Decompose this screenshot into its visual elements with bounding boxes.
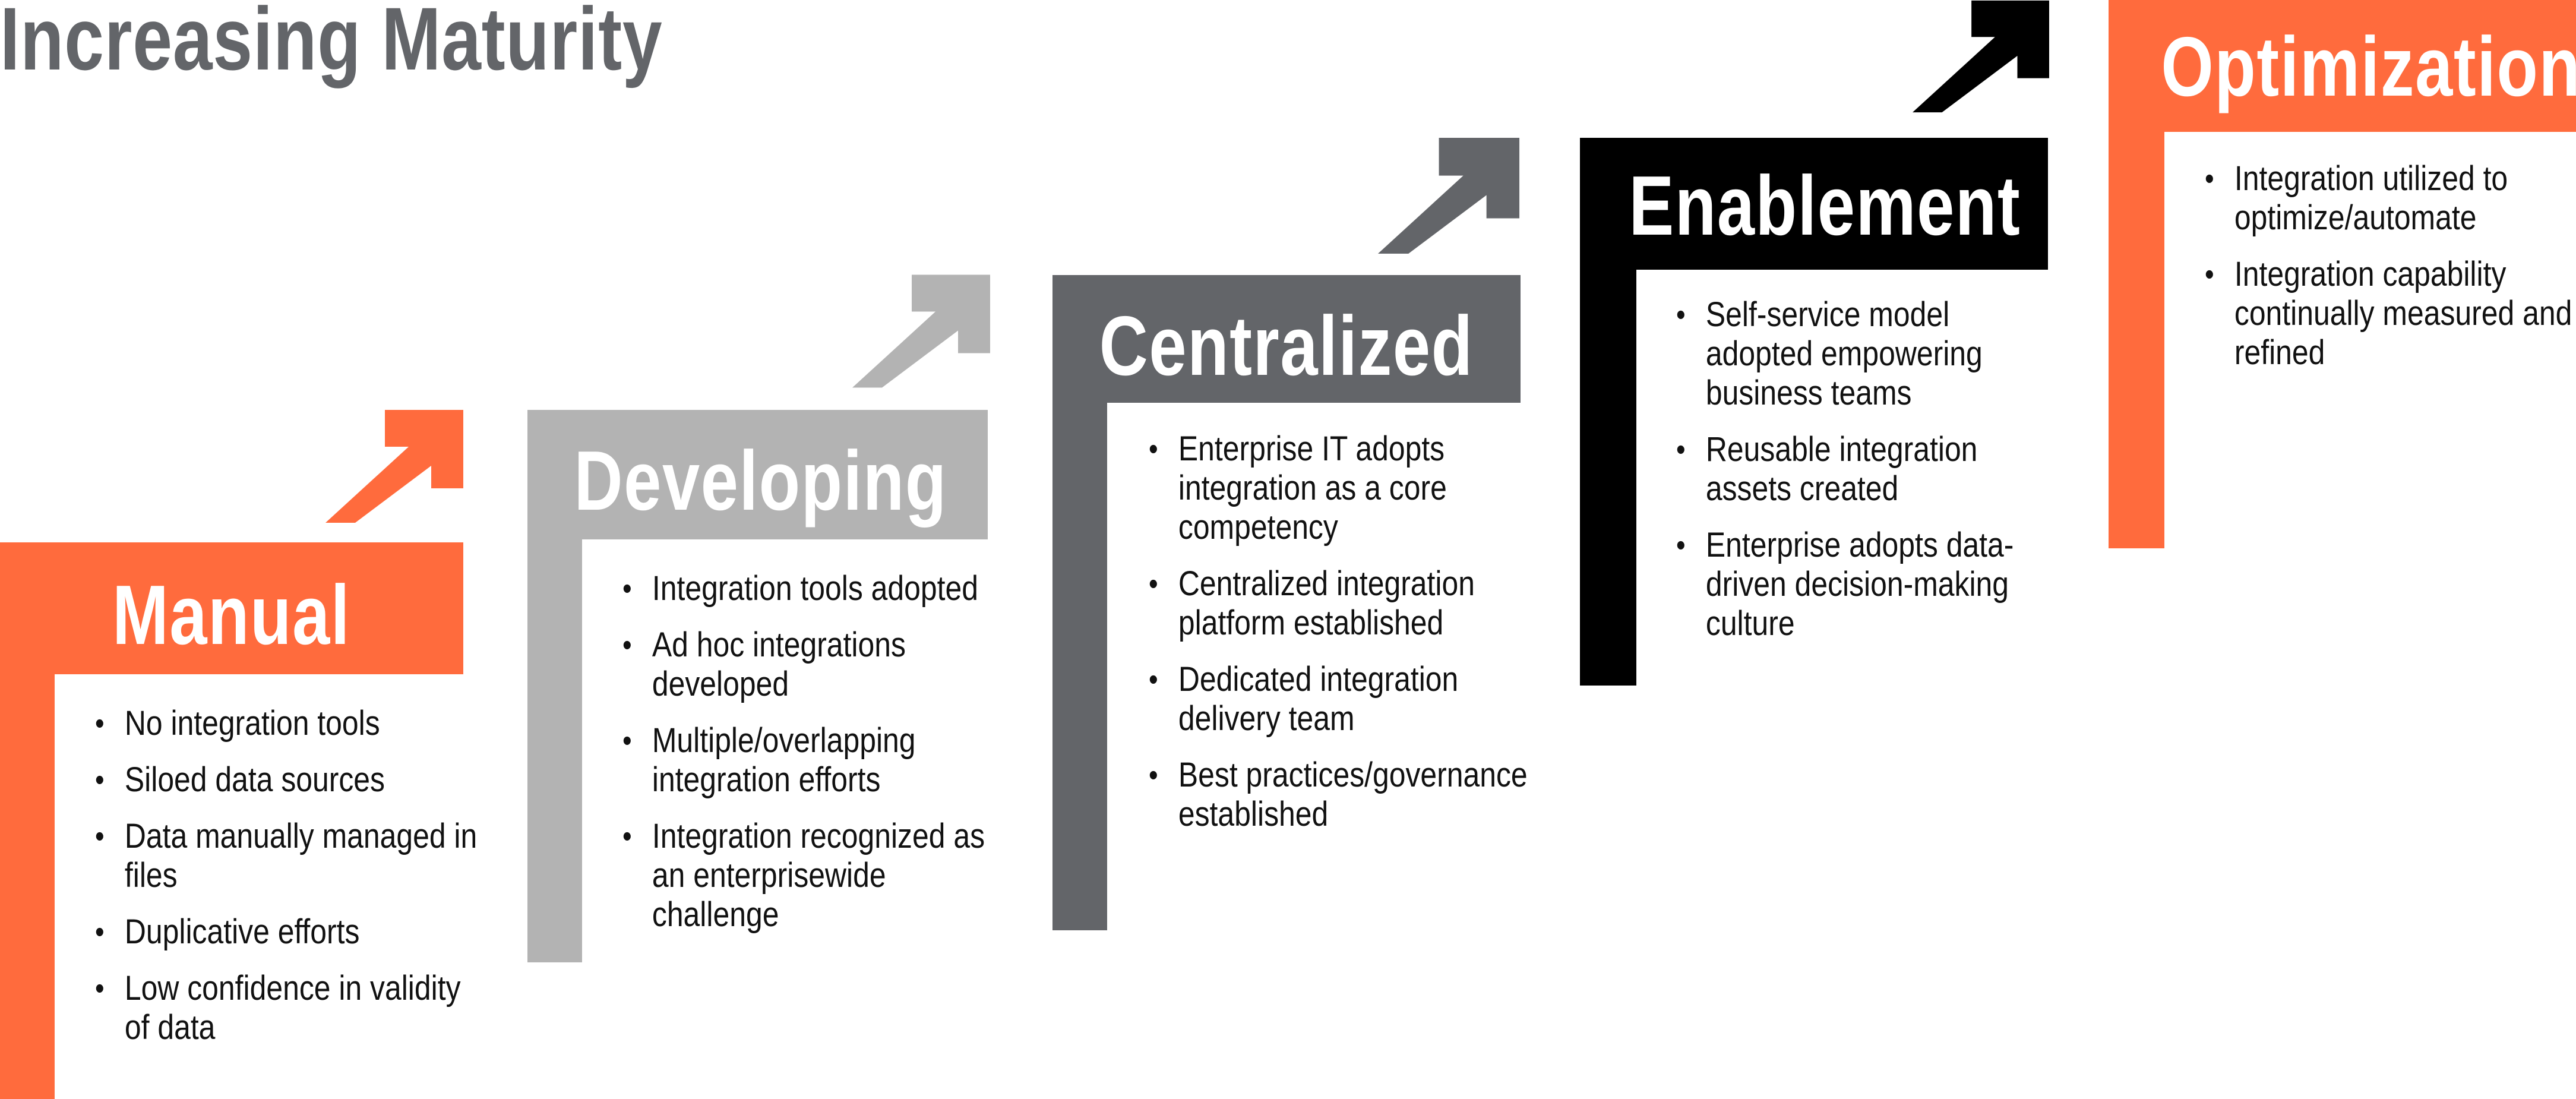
- arrow-up-right-icon: [1913, 0, 2049, 113]
- bullet-item: Data manually managed in files: [95, 817, 480, 895]
- bullet-item: Integration tools adopted: [622, 569, 1007, 608]
- bullet-item: Siloed data sources: [95, 760, 480, 800]
- bullet-item: Integration utilized to optimize/automat…: [2205, 159, 2576, 238]
- bullet-item: Dedicated integration delivery team: [1149, 660, 1534, 738]
- stage-title: Manual: [112, 568, 351, 662]
- stage-header-bar: [0, 542, 463, 674]
- bullet-item: Duplicative efforts: [95, 912, 480, 952]
- stage-stem: [527, 539, 582, 962]
- stage-header-bar: [1580, 138, 2048, 270]
- arrow-up-right-icon: [1377, 138, 1520, 254]
- stage-header-bar: [1052, 275, 1521, 403]
- bullet-item: Ad hoc integrations developed: [622, 626, 1007, 704]
- bullet-item: Best practices/governance established: [1149, 756, 1534, 834]
- stage-title: Centralized: [1099, 299, 1474, 393]
- bullet-item: Integration recognized as an enterprisew…: [622, 817, 1007, 934]
- bullet-item: Reusable integration assets created: [1676, 430, 2061, 509]
- stage-bullet-list: No integration tools Siloed data sources…: [95, 704, 477, 1065]
- stage-centralized: Centralized Enterprise IT adopts integra…: [1052, 275, 1528, 930]
- stage-title: Enablement: [1629, 159, 2021, 253]
- stage-bullet-list: Integration utilized to optimize/automat…: [2205, 159, 2572, 390]
- bullet-item: Self-service model adopted empowering bu…: [1676, 295, 2061, 413]
- stage-manual: Manual No integration tools Siloed data …: [0, 542, 477, 1099]
- bullet-item: Integration capability continually measu…: [2205, 255, 2576, 372]
- stage-bullet-list: Integration tools adopted Ad hoc integra…: [622, 569, 985, 952]
- arrow-up-right-icon: [852, 274, 990, 388]
- bullet-item: Multiple/overlapping integration efforts: [622, 721, 1007, 800]
- bullet-item: Enterprise IT adopts integration as a co…: [1149, 430, 1534, 547]
- stage-developing: Developing Integration tools adopted Ad …: [527, 410, 988, 962]
- stage-stem: [1580, 270, 1636, 686]
- stage-enablement: Enablement Self-service model adopted em…: [1580, 138, 2048, 686]
- bullet-item: Enterprise adopts data-driven decision-m…: [1676, 526, 2061, 643]
- bullet-item: Low confidence in validity of data: [95, 969, 480, 1047]
- stage-title: Developing: [574, 434, 947, 528]
- bullet-item: Centralized integration platform establi…: [1149, 564, 1534, 643]
- stage-bullet-list: Enterprise IT adopts integration as a co…: [1149, 430, 1528, 851]
- stage-header-bar: [2109, 0, 2576, 132]
- stage-optimization: Optimization Integration utilized to opt…: [2109, 0, 2576, 548]
- diagram-heading: Increasing Maturity: [0, 0, 663, 89]
- stage-bullet-list: Self-service model adopted empowering bu…: [1676, 295, 2033, 661]
- stage-stem: [1052, 403, 1107, 930]
- stage-title: Optimization: [2161, 20, 2576, 114]
- stage-header-bar: [527, 410, 988, 539]
- stage-stem: [0, 674, 55, 1099]
- arrow-up-right-icon: [325, 410, 463, 523]
- stage-stem: [2109, 132, 2164, 548]
- bullet-item: No integration tools: [95, 704, 480, 743]
